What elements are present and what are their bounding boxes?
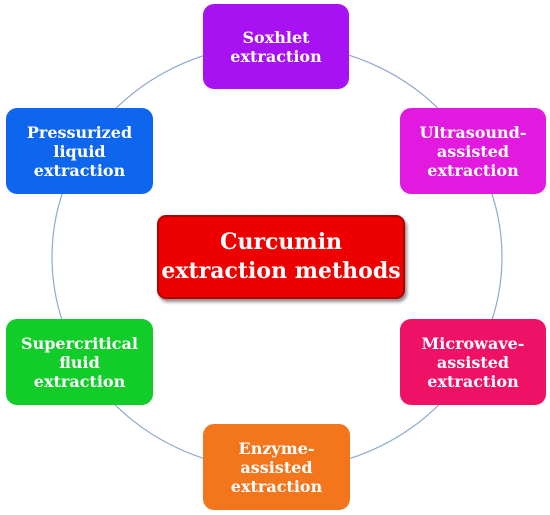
- method-soxhlet: Soxhlet extraction: [203, 4, 349, 89]
- method-microwave-assisted: Microwave- assisted extraction: [400, 319, 546, 405]
- center-node: Curcumin extraction methods: [157, 215, 405, 299]
- method-pressurized-liquid: Pressurized liquid extraction: [6, 108, 153, 194]
- method-ultrasound-assisted: Ultrasound- assisted extraction: [400, 108, 546, 194]
- method-enzyme-assisted: Enzyme- assisted extraction: [203, 424, 350, 510]
- method-supercritical-fluid: Supercritical fluid extraction: [6, 319, 153, 405]
